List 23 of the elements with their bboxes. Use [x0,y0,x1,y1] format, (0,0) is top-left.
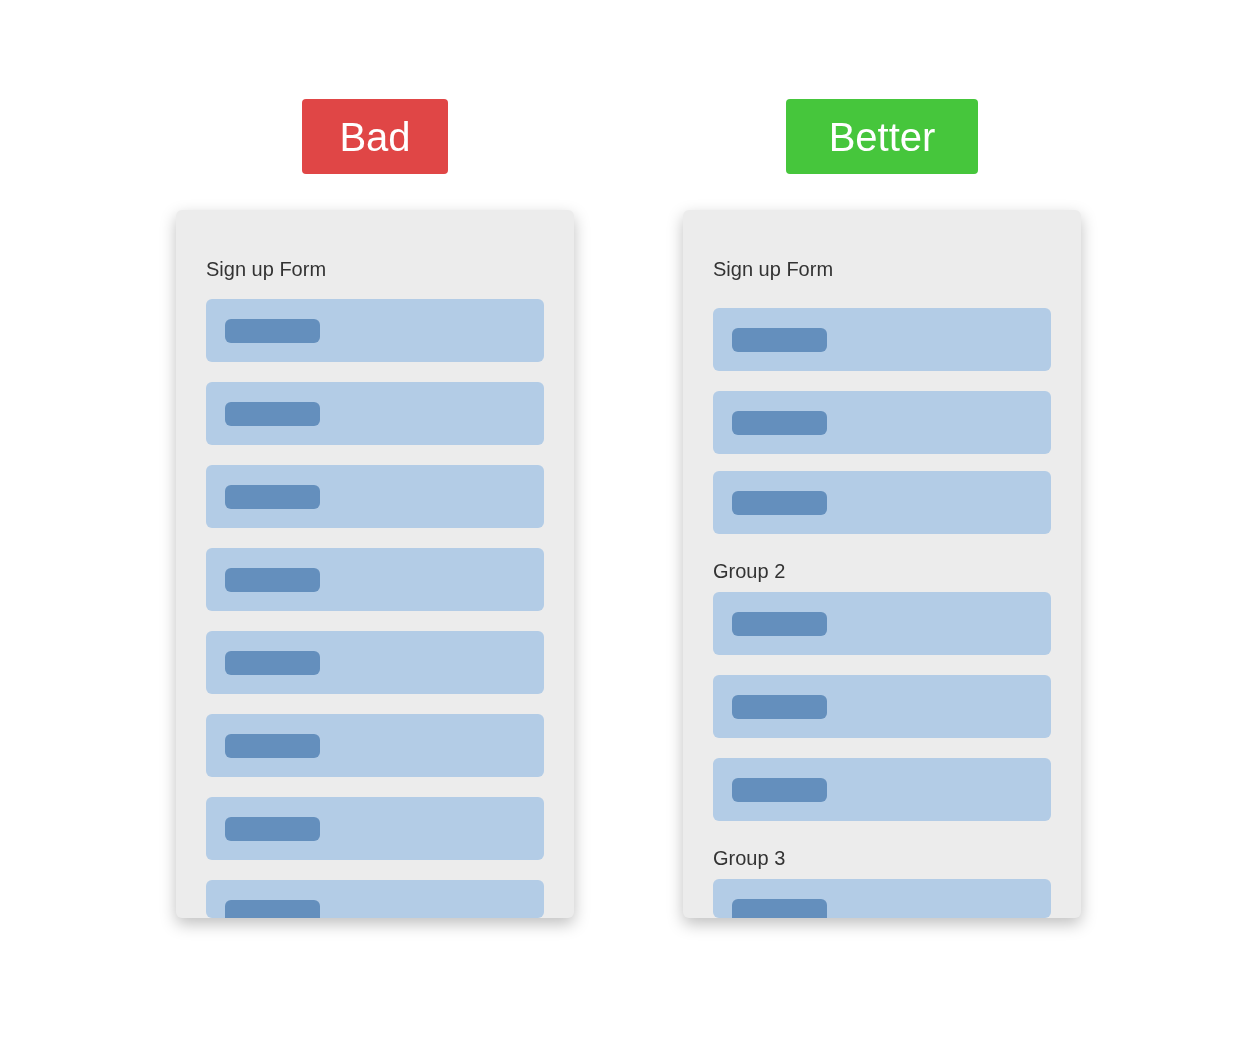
form-field [206,714,544,777]
form-heading: Sign up Form [713,257,834,282]
group-heading: Group 2 [713,559,786,584]
form-field [206,465,544,528]
form-field [713,391,1051,454]
form-field [713,675,1051,738]
form-field [206,631,544,694]
form-field [713,308,1051,371]
form-field [713,592,1051,655]
form-card [176,210,574,918]
form-field [206,548,544,611]
form-field [206,382,544,445]
form-heading: Sign up Form [206,257,327,282]
rating-tag: Bad [302,99,448,174]
form-field [206,880,544,918]
form-field [713,879,1051,918]
form-card [683,210,1081,918]
group-heading: Group 3 [713,846,786,871]
form-field [713,758,1051,821]
form-field [713,471,1051,534]
form-field [206,797,544,860]
rating-tag: Better [786,99,978,174]
form-field [206,299,544,362]
